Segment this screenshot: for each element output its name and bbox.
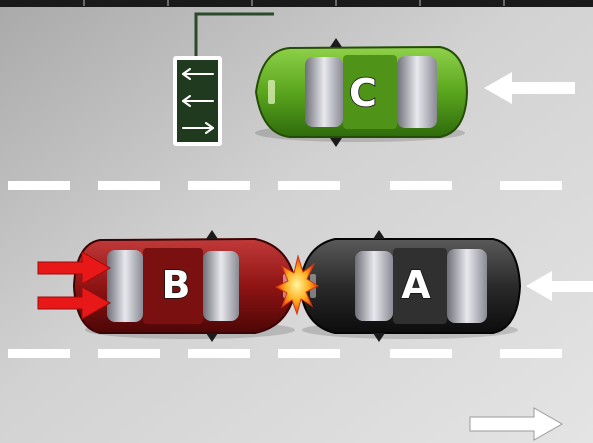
sign-arrow-right-icon (182, 122, 214, 134)
lane-marking-lower (8, 349, 562, 358)
road-top-edge (0, 0, 593, 7)
lane-sign (173, 12, 274, 146)
car-c: C (254, 38, 469, 147)
sign-arrow-left-icon (182, 95, 214, 107)
impact-arrows (37, 251, 112, 320)
sign-post (194, 12, 274, 58)
lane-marking-upper (8, 181, 562, 190)
car-label: C (349, 71, 377, 115)
car-a: A (298, 230, 522, 342)
lane-3-direction-arrow (469, 407, 564, 441)
car-label: A (401, 263, 431, 307)
explosion-icon (274, 254, 320, 316)
impact-arrow-icon (37, 251, 112, 285)
lane-2-direction-arrow (526, 271, 593, 301)
car-label: B (162, 263, 191, 307)
lane-1-direction-arrow (484, 72, 575, 104)
sign-arrow-left-icon (182, 68, 214, 80)
car-b: B (72, 230, 298, 342)
impact-arrow-icon (37, 286, 112, 320)
